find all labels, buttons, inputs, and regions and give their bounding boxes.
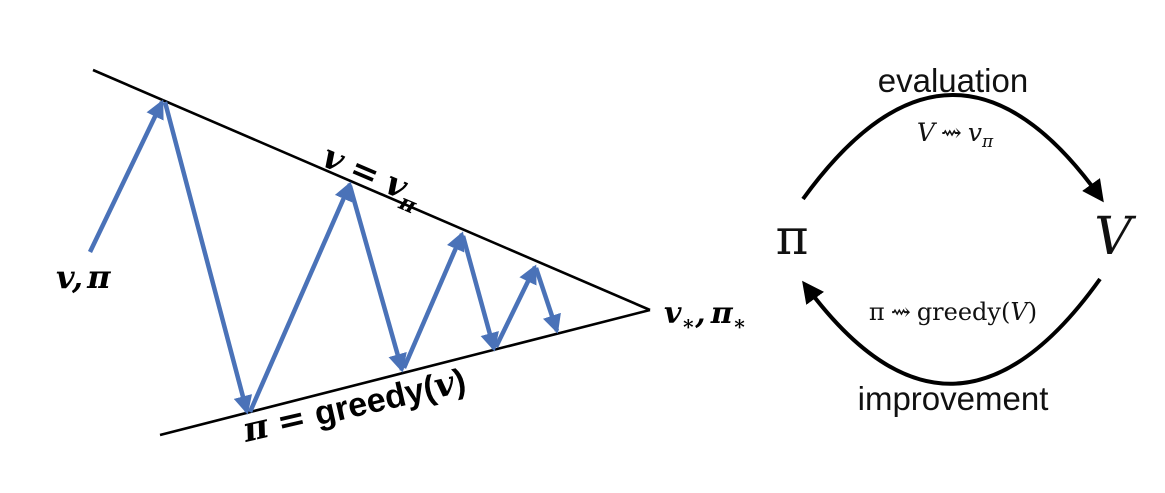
- improve-arrow-3: [460, 235, 499, 352]
- value-node: V: [1094, 207, 1136, 267]
- upper-line-label: v=vπ: [314, 136, 429, 219]
- gpi-cycle: [801, 93, 1104, 386]
- improve-arrow-1: [162, 101, 253, 415]
- zigzag-arrows: [87, 99, 561, 415]
- evaluation-label: evaluation: [878, 62, 1028, 99]
- improvement-label: improvement: [858, 380, 1049, 417]
- upper-boundary-line: [92, 68, 651, 312]
- lower-boundary-line: [159, 308, 651, 437]
- evaluation-formula: V⇝vπ: [917, 118, 994, 152]
- eval-arrow-3: [401, 231, 465, 369]
- improvement-formula: π⇝greedy(V): [869, 298, 1037, 326]
- improvement-arc: [802, 277, 1102, 386]
- policy-node: π: [776, 208, 809, 266]
- start-label: v,π: [56, 258, 111, 296]
- end-label: v∗,π∗: [664, 296, 747, 335]
- evaluation-arc: [801, 93, 1104, 203]
- eval-arrow-1: [87, 99, 165, 253]
- eval-arrow-2: [247, 181, 353, 413]
- eval-arrow-4: [493, 264, 538, 348]
- lower-line-label: π=greedy(v): [238, 361, 469, 451]
- convergence-triangle: [92, 68, 651, 437]
- improve-arrow-4: [533, 267, 561, 334]
- improve-arrow-2: [347, 185, 407, 373]
